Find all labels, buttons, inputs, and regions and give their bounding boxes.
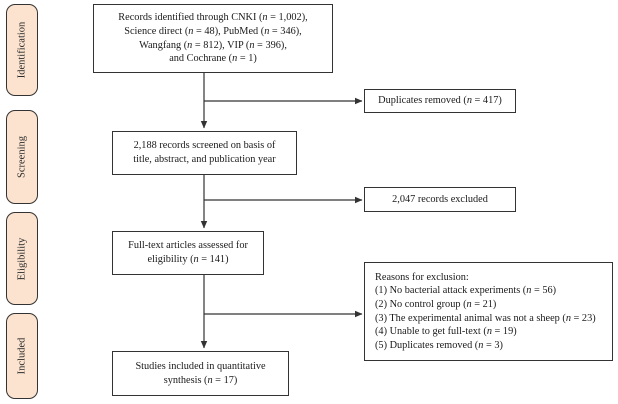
records-screened-box: 2,188 records screened on basis of title… — [112, 131, 297, 175]
box-line: (4) Unable to get full-text (n = 19) — [375, 326, 517, 338]
records-excluded-box: 2,047 records excluded — [364, 187, 516, 212]
fulltext-assessed-box: Full-text articles assessed for eligibil… — [112, 231, 264, 275]
stage-pill — [6, 313, 38, 399]
stage-screening: Screening — [6, 110, 38, 204]
duplicates-removed-box: Duplicates removed (n = 417) — [364, 89, 516, 113]
records-identified-box: Records identified through CNKI (n = 1,0… — [93, 4, 333, 73]
box-line: Duplicates removed (n = 417) — [378, 95, 502, 107]
exclusion-reasons-box: Reasons for exclusion: (1) No bacterial … — [364, 262, 613, 361]
box-line: and Cochrane (n = 1) — [169, 53, 257, 65]
box-line: Reasons for exclusion: — [375, 271, 469, 283]
box-line: Records identified through CNKI (n = 1,0… — [118, 12, 308, 24]
box-line: synthesis (n = 17) — [163, 374, 238, 386]
box-line: 2,188 records screened on basis of — [133, 140, 276, 152]
box-line: (1) No bacterial attack experiments (n =… — [375, 285, 557, 297]
stage-pill — [6, 4, 38, 96]
stage-pill — [6, 212, 38, 305]
box-line: (5) Duplicates removed (n = 3) — [375, 339, 503, 351]
box-line: Wangfang (n = 812), VIP (n = 396), — [139, 39, 287, 51]
stage-pill — [6, 110, 38, 204]
box-line: title, abstract, and publication year — [133, 154, 276, 165]
studies-included-box: Studies included in quantitative synthes… — [112, 351, 289, 396]
box-line: Full-text articles assessed for — [128, 240, 248, 252]
stage-included: Included — [6, 313, 38, 399]
box-line: Science direct (n = 48), PubMed (n = 346… — [124, 25, 302, 37]
box-line: eligibility (n = 141) — [147, 254, 229, 265]
box-line: Studies included in quantitative — [135, 360, 266, 372]
stage-eligibility: Eligibility — [6, 212, 38, 305]
box-line: (3) The experimental animal was not a sh… — [375, 312, 596, 324]
box-line: 2,047 records excluded — [392, 193, 488, 205]
stage-identification: Identification — [6, 4, 38, 96]
box-line: (2) No control group (n = 21) — [375, 298, 497, 310]
